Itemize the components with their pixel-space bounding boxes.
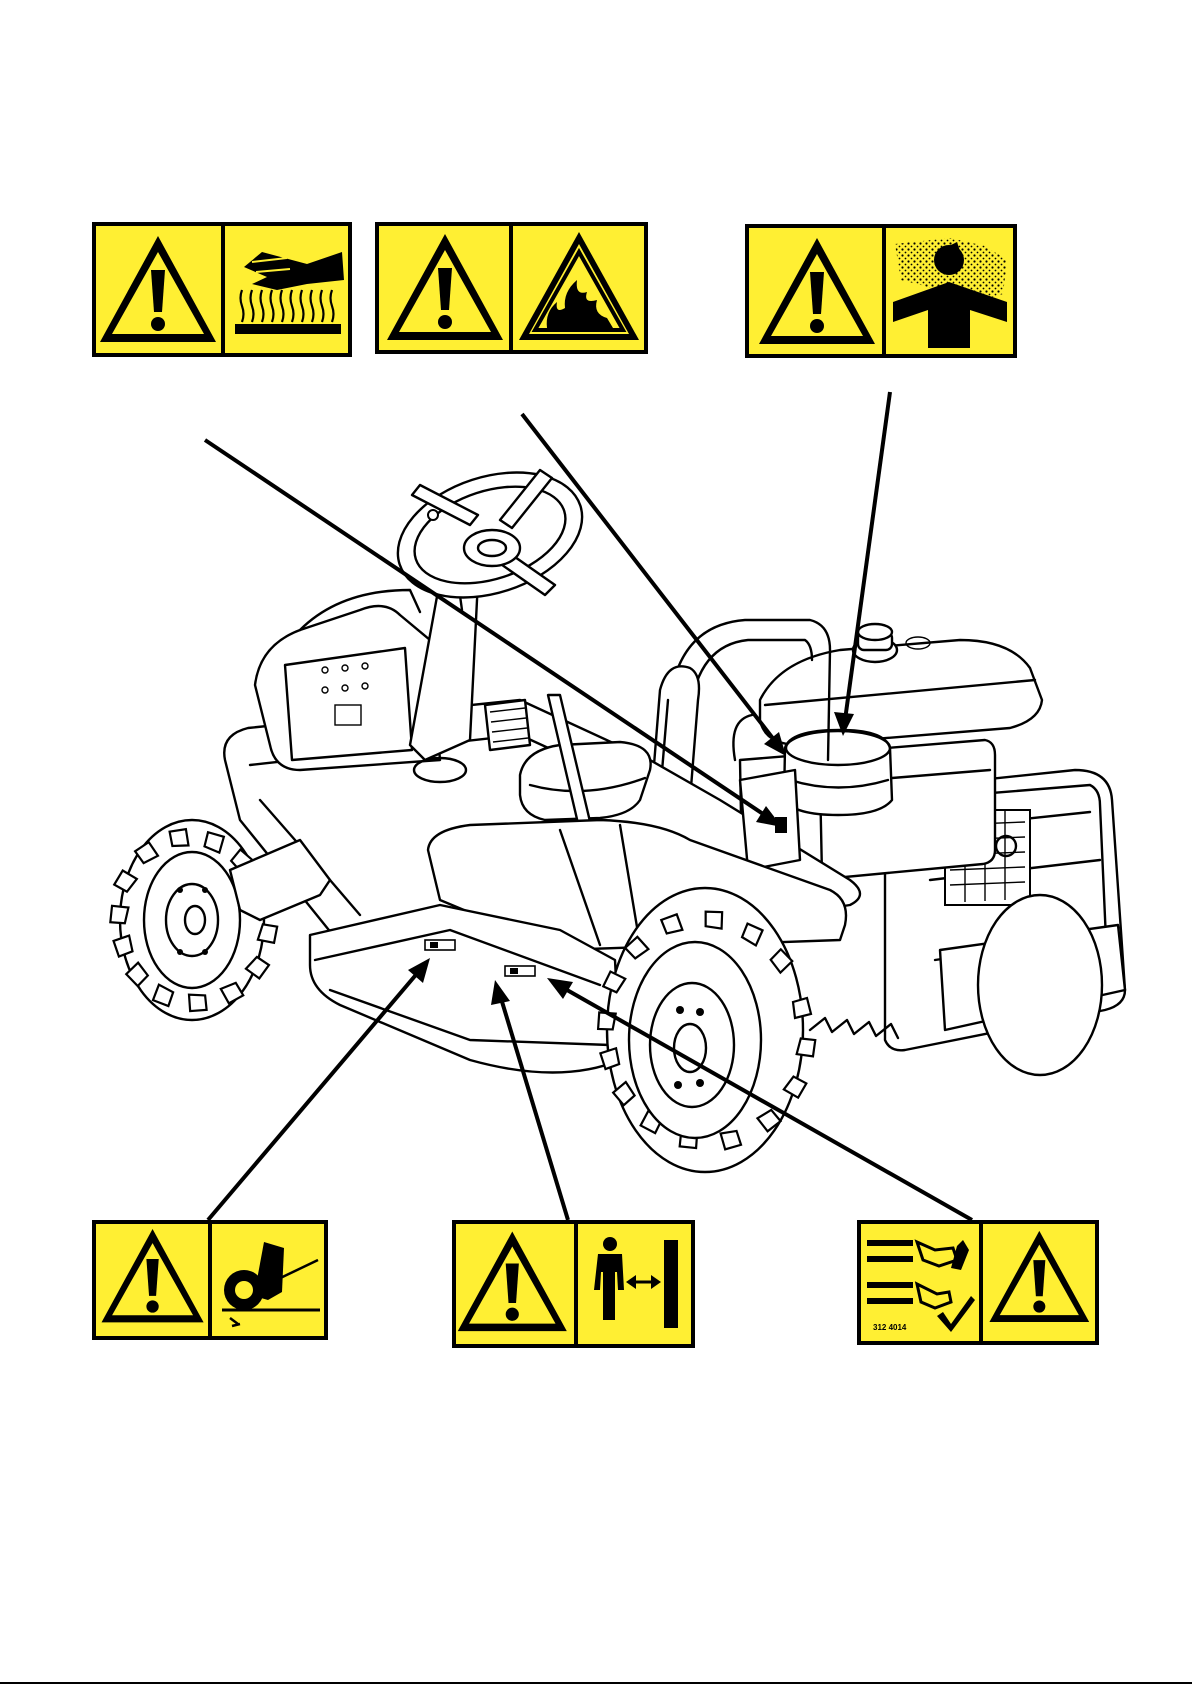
decal-rotating-blade (92, 1220, 328, 1340)
leader-rotating-blade (208, 970, 420, 1220)
ride-on-mower-icon (107, 450, 1125, 1172)
decal-keep-distance (452, 1220, 695, 1348)
decal-pedal-position: 312 4014 (857, 1220, 1099, 1345)
decal-fire-hazard (375, 222, 648, 354)
decal-hot-surface (92, 222, 352, 357)
decal-code-label: 312 4014 (873, 1323, 907, 1332)
decal-toxic-fumes (745, 224, 1017, 358)
